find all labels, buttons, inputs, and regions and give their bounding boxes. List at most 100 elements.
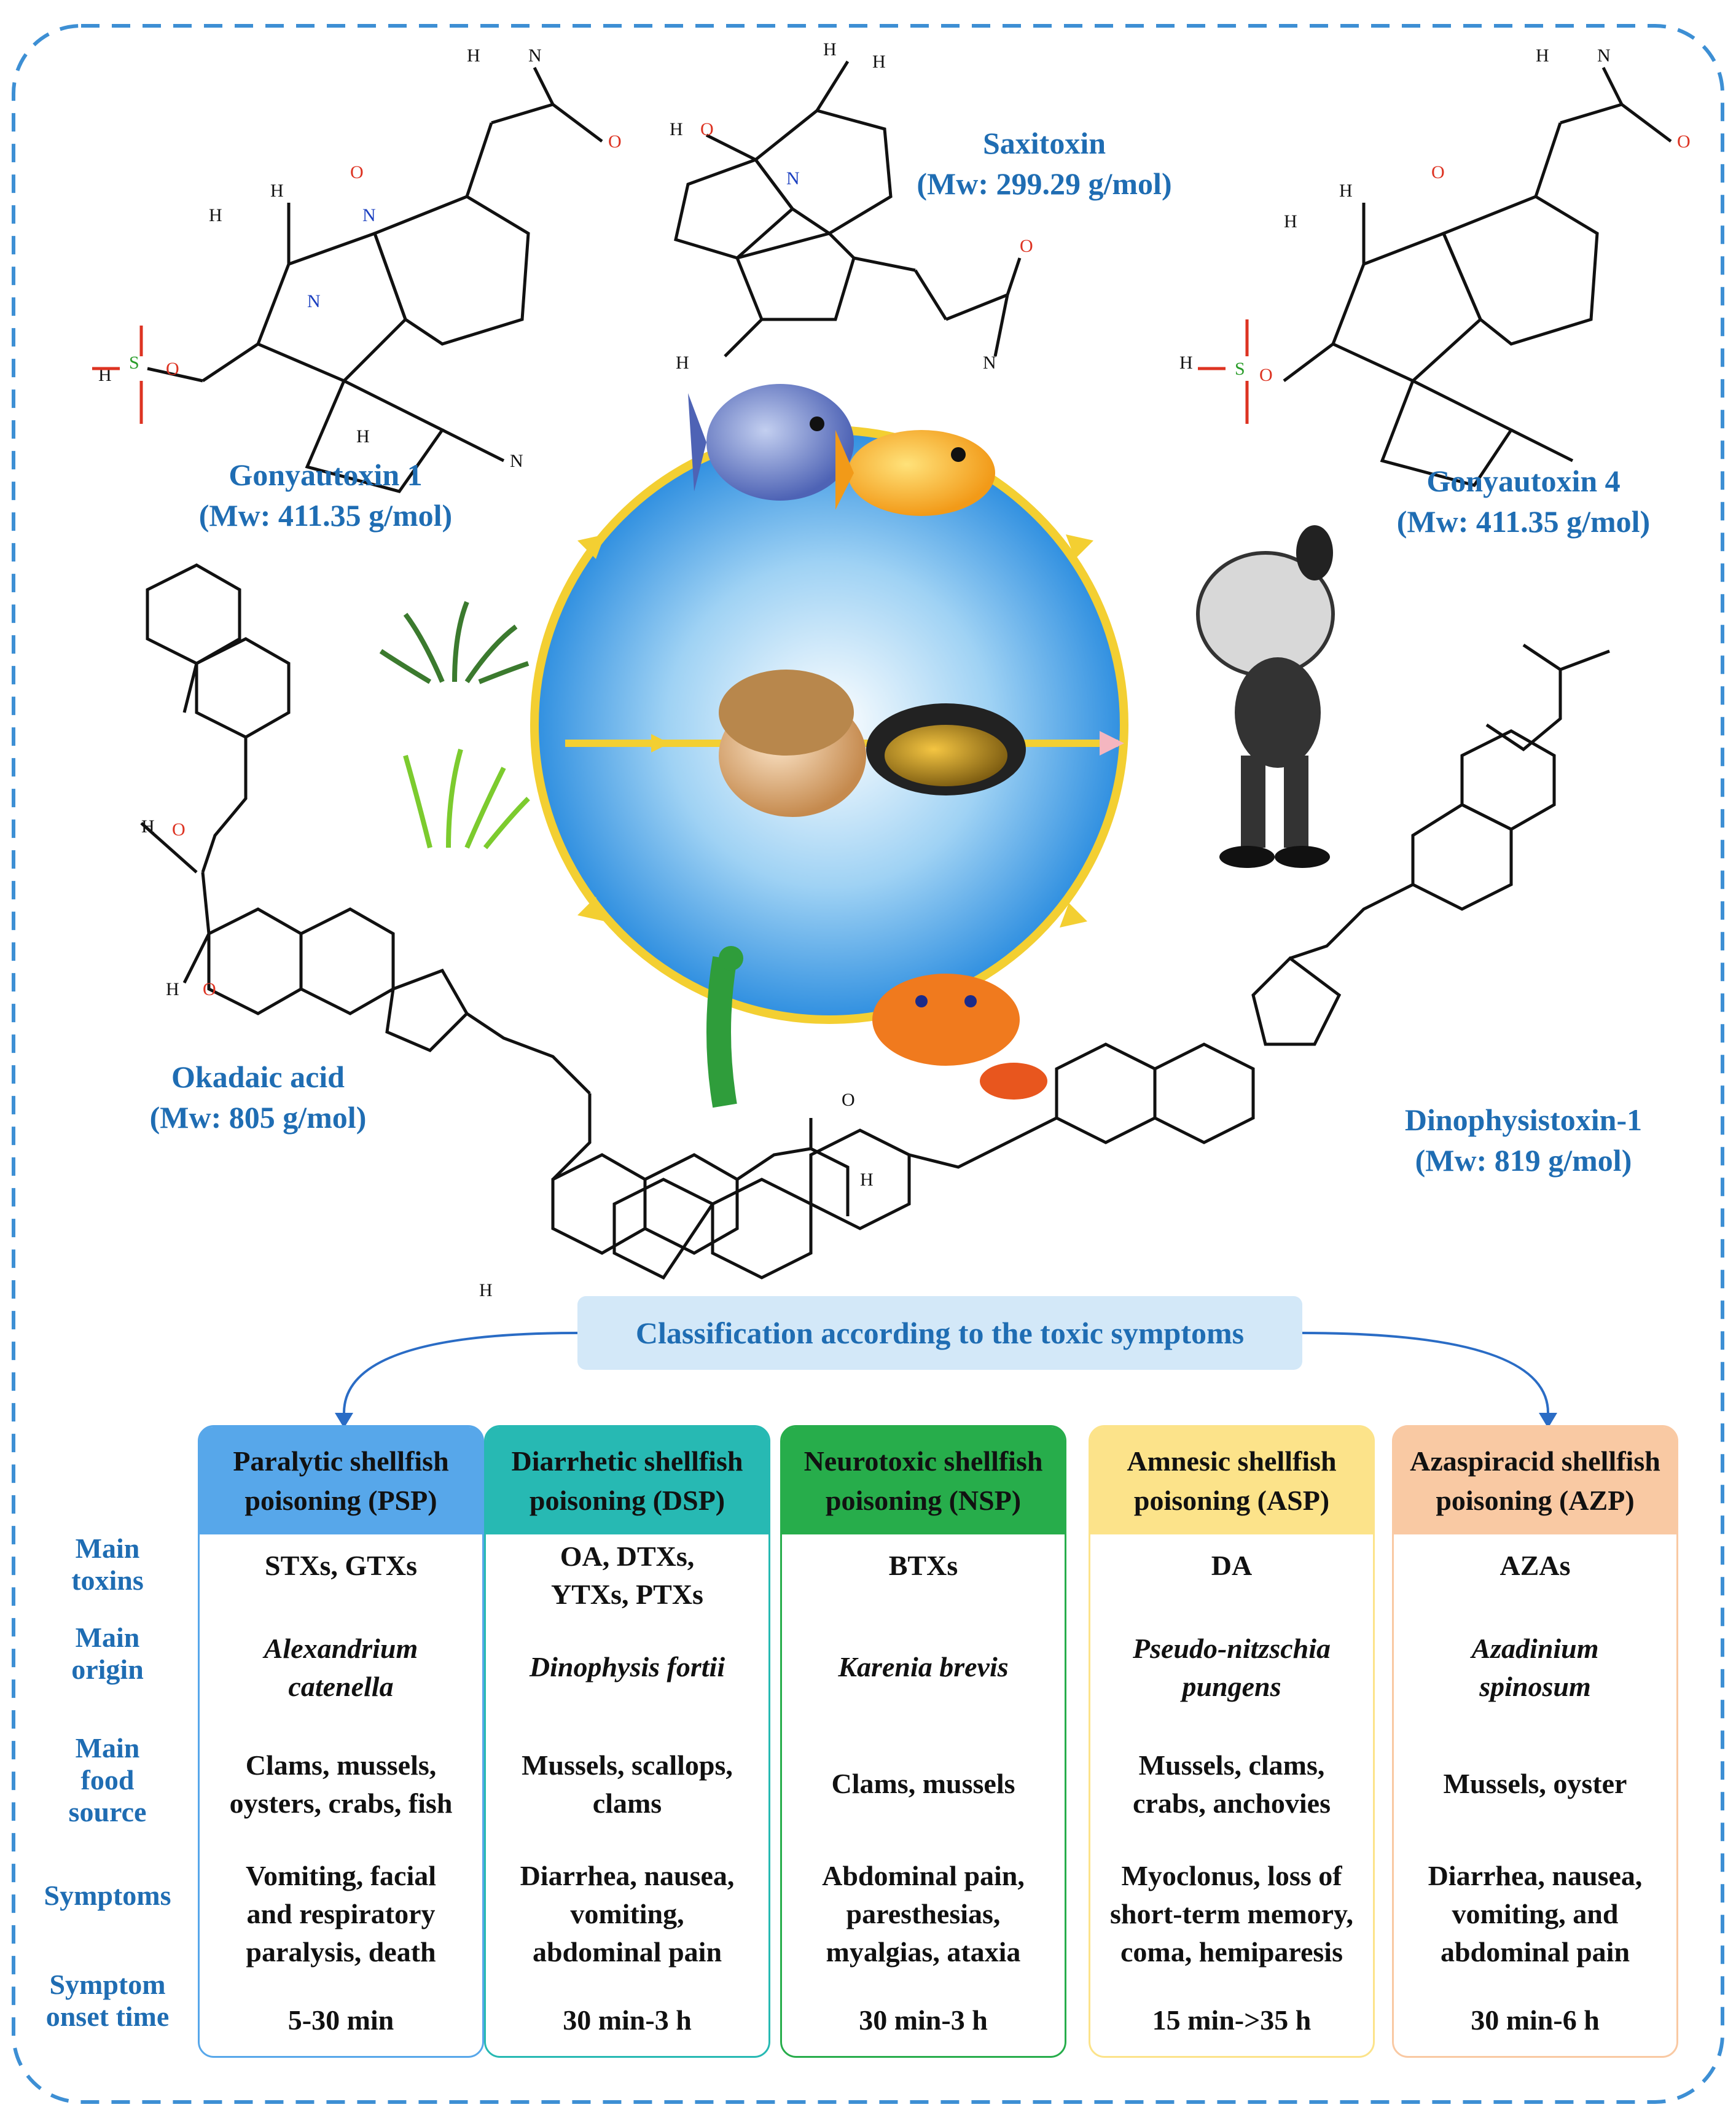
classification-arrows bbox=[343, 1332, 1549, 1413]
saxitoxin-name: Saxitoxin bbox=[982, 126, 1106, 160]
svg-text:H: H bbox=[467, 45, 480, 66]
svg-text:H: H bbox=[872, 52, 886, 72]
gonyautoxin1-structure bbox=[147, 66, 603, 493]
asp-toxins: DA bbox=[1211, 1550, 1253, 1581]
row-label-symptoms: Symptoms bbox=[44, 1880, 171, 1911]
nsp-onset: 30 min-3 h bbox=[859, 2004, 988, 2036]
svg-text:N: N bbox=[528, 45, 542, 66]
svg-text:N: N bbox=[362, 205, 376, 225]
dinophysistoxin1-label: Dinophysistoxin-1 (Mw: 819 g/mol) bbox=[1382, 1100, 1665, 1181]
psp-onset: 5-30 min bbox=[287, 2004, 394, 2036]
svg-text:N: N bbox=[786, 168, 800, 189]
svg-text:O: O bbox=[172, 819, 186, 840]
okadaic-acid-mw: (Mw: 805 g/mol) bbox=[149, 1100, 367, 1135]
gonyautoxin4-name: Gonyautoxin 4 bbox=[1426, 464, 1621, 498]
nsp-toxins: BTXs bbox=[888, 1550, 958, 1581]
svg-text:O: O bbox=[350, 162, 364, 182]
okadaic-acid-structure bbox=[140, 563, 850, 1255]
svg-text:O: O bbox=[1259, 365, 1273, 385]
svg-text:H: H bbox=[676, 353, 689, 373]
svg-text:O: O bbox=[842, 1090, 855, 1110]
svg-text:O: O bbox=[166, 359, 179, 379]
svg-text:H: H bbox=[166, 979, 179, 999]
row-label-food: Main food source bbox=[68, 1732, 147, 1827]
algae-illustration bbox=[379, 601, 530, 850]
crustacean-illustration bbox=[706, 946, 1047, 1108]
svg-text:O: O bbox=[1677, 131, 1691, 152]
azp-toxins: AZAs bbox=[1499, 1550, 1571, 1581]
svg-text:S: S bbox=[1235, 359, 1245, 379]
svg-text:H: H bbox=[1339, 181, 1353, 201]
svg-text:H: H bbox=[860, 1170, 874, 1190]
svg-text:O: O bbox=[608, 131, 622, 152]
svg-text:N: N bbox=[983, 353, 996, 373]
svg-text:O: O bbox=[203, 979, 216, 999]
dsp-symptoms: Diarrhea, nausea,vomiting,abdominal pain bbox=[520, 1860, 735, 1968]
azp-onset: 30 min-6 h bbox=[1471, 2004, 1600, 2036]
svg-text:O: O bbox=[700, 119, 714, 139]
row-label-toxins: Main toxins bbox=[71, 1533, 144, 1596]
shellfish-illustration bbox=[719, 670, 1026, 817]
dsp-toxins: OA, DTXs,YTXs, PTXs bbox=[551, 1541, 703, 1610]
asp-food: Mussels, clams,crabs, anchovies bbox=[1133, 1749, 1331, 1819]
svg-text:H: H bbox=[823, 39, 837, 60]
svg-text:N: N bbox=[1597, 45, 1611, 66]
svg-text:S: S bbox=[129, 353, 139, 373]
svg-text:N: N bbox=[510, 451, 523, 471]
svg-text:H: H bbox=[270, 181, 284, 201]
gonyautoxin4-structure bbox=[1283, 66, 1672, 487]
saxitoxin-structure bbox=[674, 60, 1022, 358]
saxitoxin-label: Saxitoxin (Mw: 299.29 g/mol) bbox=[885, 123, 1204, 204]
fish-illustration bbox=[688, 384, 995, 516]
gonyautoxin4-label: Gonyautoxin 4 (Mw: 411.35 g/mol) bbox=[1376, 461, 1671, 542]
nsp-origin: Karenia brevis bbox=[838, 1651, 1009, 1682]
dsp-food: Mussels, scallops,clams bbox=[522, 1749, 733, 1819]
saxitoxin-mw: (Mw: 299.29 g/mol) bbox=[917, 166, 1172, 201]
row-label-onset: Symptom onset time bbox=[45, 1969, 170, 2032]
dsp-origin: Dinophysis fortii bbox=[529, 1651, 725, 1682]
svg-text:H: H bbox=[141, 816, 155, 837]
dsp-onset: 30 min-3 h bbox=[563, 2004, 692, 2036]
gonyautoxin1-sulfate bbox=[92, 326, 143, 424]
okadaic-acid-name: Okadaic acid bbox=[171, 1060, 345, 1094]
svg-text:O: O bbox=[1431, 162, 1445, 182]
svg-text:H: H bbox=[1284, 211, 1297, 232]
asp-onset: 15 min->35 h bbox=[1152, 2004, 1312, 2036]
svg-text:H: H bbox=[356, 426, 370, 447]
gonyautoxin1-label: Gonyautoxin 1 (Mw: 411.35 g/mol) bbox=[178, 455, 473, 536]
svg-text:H: H bbox=[670, 119, 683, 139]
svg-text:H: H bbox=[209, 205, 222, 225]
psp-toxins: STXs, GTXs bbox=[265, 1550, 417, 1581]
human-illustration bbox=[1196, 525, 1335, 868]
nsp-food: Clams, mussels bbox=[831, 1768, 1015, 1799]
dinophysistoxin1-mw: (Mw: 819 g/mol) bbox=[1415, 1143, 1632, 1178]
psp-food: Clams, mussels,oysters, crabs, fish bbox=[229, 1749, 453, 1819]
okadaic-acid-label: Okadaic acid (Mw: 805 g/mol) bbox=[129, 1057, 387, 1138]
dashed-frame bbox=[12, 24, 1724, 2104]
gonyautoxin4-mw: (Mw: 411.35 g/mol) bbox=[1396, 504, 1651, 539]
dinophysistoxin1-structure bbox=[612, 643, 1610, 1280]
svg-text:H: H bbox=[1179, 353, 1193, 373]
gonyautoxin1-name: Gonyautoxin 1 bbox=[229, 458, 423, 492]
svg-text:H: H bbox=[479, 1280, 493, 1300]
svg-text:N: N bbox=[307, 291, 321, 311]
row-label-origin: Main origin bbox=[71, 1622, 144, 1685]
svg-text:O: O bbox=[1020, 236, 1033, 256]
nsp-symptoms: Abdominal pain,paresthesias,myalgias, at… bbox=[822, 1860, 1025, 1968]
